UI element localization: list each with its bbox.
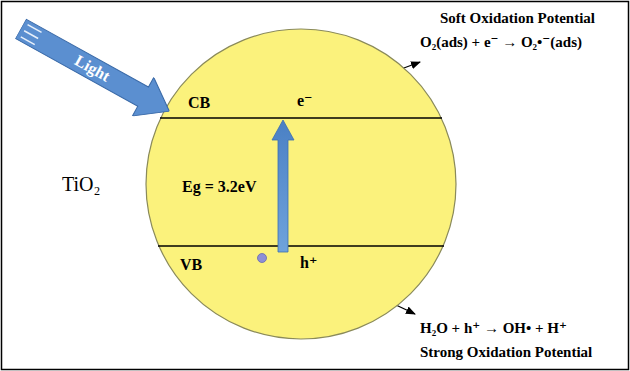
charge-label: h⁺ <box>300 254 317 272</box>
potential-heading: Strong Oxidation Potential <box>420 342 592 362</box>
material-label: TiO₂ <box>62 174 101 194</box>
light-label: Light <box>36 31 148 106</box>
band-gap-label: Eg = 3.2eV <box>182 178 256 196</box>
tio2-particle: CB e⁻ Eg = 3.2eV VB h⁺ <box>145 28 457 340</box>
potential-heading: Soft Oxidation Potential <box>440 8 595 28</box>
charge-label: e⁻ <box>297 92 313 110</box>
reaction-equation: O₂(ads) + e⁻ → O₂•⁻(ads) <box>420 32 582 52</box>
reaction-equation: H₂O + h⁺ → OH• + H⁺ <box>420 318 567 338</box>
band-label: VB <box>180 256 202 274</box>
light-arrow: Light <box>10 10 180 131</box>
band-label: CB <box>188 94 210 112</box>
